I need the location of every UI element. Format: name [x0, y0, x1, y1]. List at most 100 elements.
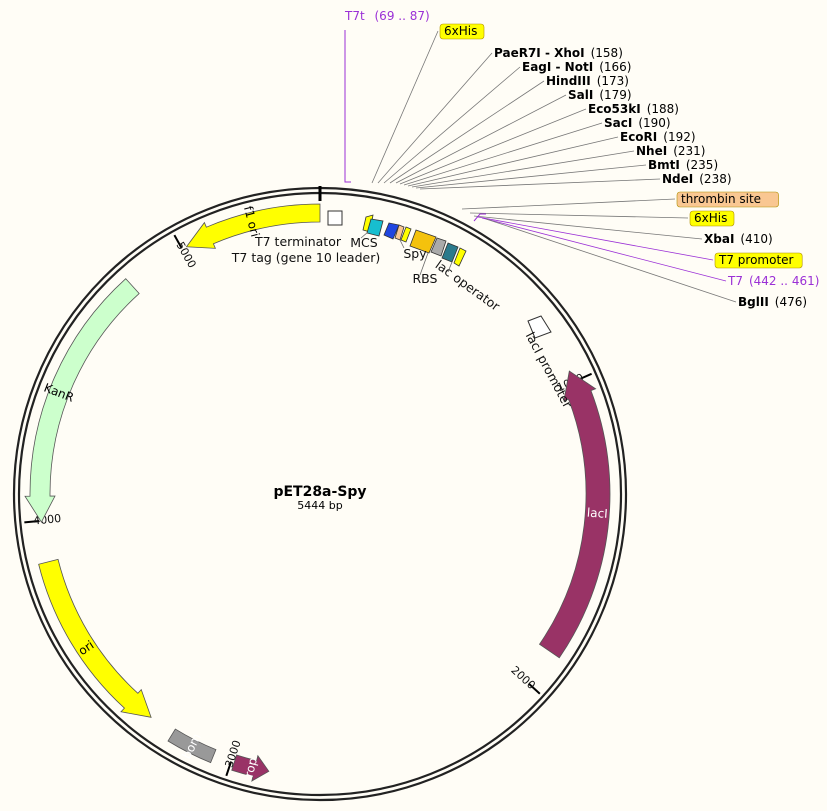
callout-nhei-8: NheI (231) [636, 144, 705, 158]
plasmid-name: pET28a-Spy [273, 484, 366, 500]
feature-laci [538, 370, 611, 659]
callout-ecori-7: EcoRI (192) [620, 130, 696, 144]
callout-hindiii-3: HindIII (173) [546, 74, 629, 88]
callout-lines [371, 30, 737, 303]
callout-line-14 [477, 216, 714, 261]
callout-line-6 [403, 122, 603, 186]
callout-xbai-13: XbaI(410) [704, 232, 773, 246]
callout-text-6: SacI(190) [604, 116, 671, 130]
callout-pos-2: (166) [599, 60, 631, 74]
feature-label-rop: rop [242, 756, 260, 778]
callout-line-0 [371, 30, 439, 184]
plasmid-length: 5444 bp [297, 499, 342, 512]
inner-label-lac-operator: lac operator [433, 257, 504, 314]
callout-name-16: BglII [738, 295, 769, 309]
small-feature-3 [409, 229, 437, 254]
feature-label-laci: lacI [586, 505, 608, 520]
callout-line-3 [389, 80, 545, 184]
callout-text-3: HindIII (173) [546, 74, 629, 88]
inner-label-t7-terminator: T7 terminator [254, 234, 342, 249]
callout-line-13 [473, 215, 703, 240]
callout-pos-8: (231) [673, 144, 705, 158]
callout-text-15: T7(442 .. 461) [727, 274, 819, 288]
callout-badge-0 [439, 23, 485, 40]
spy-arrow [383, 222, 400, 240]
callout-name-10: NdeI [662, 172, 693, 186]
callout-text-9: BmtI (235) [648, 158, 718, 172]
callout-text-1: PaeR7I - XhoI(158) [494, 46, 623, 60]
callout-6xhis-12: 6xHis [689, 210, 735, 227]
callout-text-16: BglII (476) [738, 295, 807, 309]
callout-name-5: Eco53kI [588, 102, 641, 116]
inner-label-laci-promoter: lacI promoter [523, 329, 576, 411]
callout-t7-15: T7(442 .. 461) [727, 274, 819, 288]
inner-leader-2 [419, 252, 429, 276]
callout-bglii-16: BglII (476) [738, 295, 807, 309]
lacI-promoter-arrow [527, 315, 552, 339]
small-feature-6 [453, 247, 467, 267]
t7-terminator-box [327, 210, 343, 226]
callout-bmti-9: BmtI (235) [648, 158, 718, 172]
callout-t7-promoter-14: T7 promoter [714, 252, 803, 269]
inner-label-mcs: MCS [350, 235, 378, 250]
mcs-box [366, 218, 384, 237]
callout-name-9: BmtI [648, 158, 680, 172]
callout-line-11 [461, 198, 676, 210]
callout-pos-3: (173) [597, 74, 629, 88]
callout-text-14: T7 promoter [718, 253, 794, 267]
callout-ndei-10: NdeI (238) [662, 172, 732, 186]
callout-text-12: 6xHis [694, 211, 727, 225]
callout-pos-7: (192) [663, 130, 695, 144]
callout-name-7: EcoRI [620, 130, 657, 144]
inner-label-rbs: RBS [413, 271, 438, 286]
callout-line-4 [395, 94, 567, 184]
primer-t7-marker [473, 213, 486, 222]
callout-badge-12 [689, 210, 735, 227]
callout-name-4: SalI [568, 88, 593, 102]
callout-text-13: XbaI(410) [704, 232, 773, 246]
inner-label-t7-tag-gene-10-leader: T7 tag (gene 10 leader) [231, 250, 380, 265]
callout-sali-4: SalI (179) [568, 88, 632, 102]
inner-label-spy: Spy [403, 246, 427, 261]
inner-leader-1 [399, 239, 405, 249]
callout-pos-15: (442 .. 461) [749, 274, 819, 288]
callout-pos-16: (476) [775, 295, 807, 309]
inner-leader-3 [447, 261, 453, 273]
callout-name-2: EagI - NotI [522, 60, 593, 74]
tick-mark-3000 [225, 761, 233, 777]
callout-line-12 [469, 212, 689, 219]
callout-line-8 [411, 150, 635, 188]
primer-t7t-label: T7t (69 .. 87) [344, 9, 430, 23]
callout-name-3: HindIII [546, 74, 591, 88]
callout-text-2: EagI - NotI (166) [522, 60, 631, 74]
callout-line-15 [481, 217, 727, 282]
feature-rop [231, 754, 270, 782]
callout-text-5: Eco53kI(188) [588, 102, 679, 116]
callout-text-11: thrombin site [681, 192, 761, 206]
callout-6xhis-0: 6xHis [439, 23, 485, 40]
callout-pos-9: (235) [686, 158, 718, 172]
callout-pos-4: (179) [599, 88, 631, 102]
callout-text-8: NheI (231) [636, 144, 705, 158]
callout-line-16 [485, 218, 737, 303]
callout-thrombin-site-11: thrombin site [676, 191, 779, 208]
callout-line-1 [377, 52, 493, 184]
callout-badge-11 [676, 191, 779, 208]
primer-t7t-line [344, 30, 351, 183]
feature-kanr [24, 278, 140, 523]
feature-f1-ori [185, 203, 321, 249]
tick-mark-5000 [173, 234, 183, 249]
callout-line-9 [415, 164, 647, 189]
primer-t7t-name: T7t [344, 9, 365, 23]
callout-line-10 [419, 178, 661, 190]
tick-mark-4000 [24, 519, 40, 524]
callout-paer7i-xhoi-1: PaeR7I - XhoI(158) [494, 46, 623, 60]
callout-name-8: NheI [636, 144, 667, 158]
callout-pos-10: (238) [699, 172, 731, 186]
callout-saci-6: SacI(190) [604, 116, 671, 130]
primer-t7t-range: (69 .. 87) [375, 9, 430, 23]
callout-name-6: SacI [604, 116, 632, 130]
callout-name-1: PaeR7I - XhoI [494, 46, 585, 60]
